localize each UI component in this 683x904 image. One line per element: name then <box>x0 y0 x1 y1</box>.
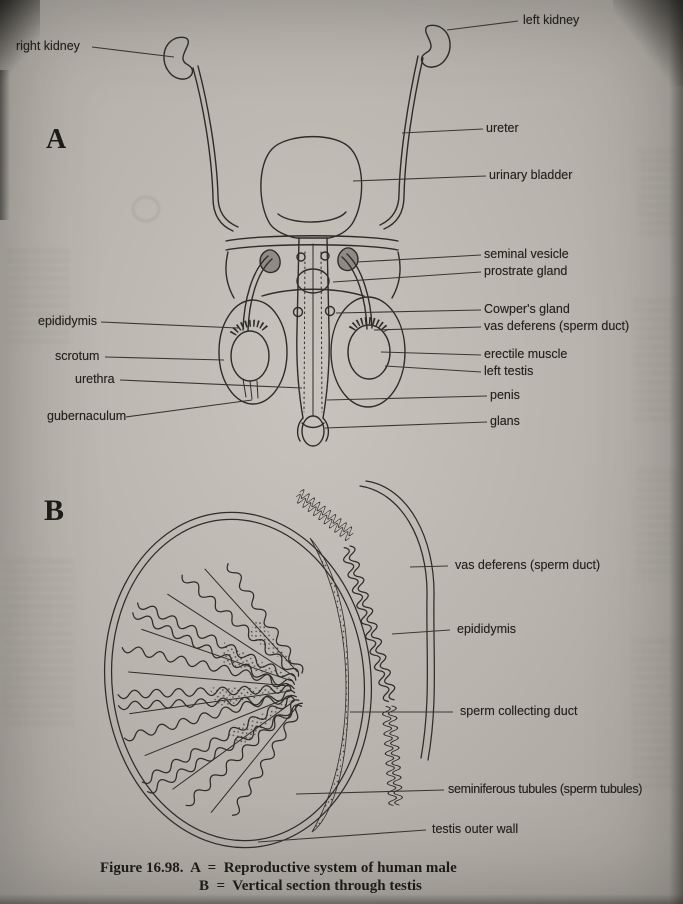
label-prostrate-gland: prostrate gland <box>484 264 568 278</box>
label-cowpers-gland: Cowper's gland <box>484 302 570 316</box>
epididymis-coil-shape <box>293 488 404 807</box>
label-epididymis-b: epididymis <box>457 622 517 636</box>
label-seminal-vesicle: seminal vesicle <box>484 247 569 261</box>
label-testis-outer-wall: testis outer wall <box>432 822 519 836</box>
label-penis: penis <box>490 388 520 402</box>
label-erectile-muscle: erectile muscle <box>484 347 568 361</box>
label-scrotum: scrotum <box>55 349 100 363</box>
leader-lines <box>91 20 519 843</box>
penis-shape <box>296 237 330 447</box>
sperm-collecting-duct-shape <box>309 537 349 833</box>
label-epididymis-a: epididymis <box>38 314 98 328</box>
seminiferous-tubules-group <box>117 560 307 818</box>
label-vas-deferens-b: vas deferens (sperm duct) <box>455 558 601 572</box>
section-label-b: B <box>44 494 65 527</box>
label-sperm-collecting-duct: sperm collecting duct <box>460 704 578 718</box>
label-urinary-bladder: urinary bladder <box>489 168 573 182</box>
figure-caption-line2: B = Vertical section through testis <box>199 878 422 894</box>
vas-deferens-shape-b <box>359 480 436 761</box>
label-seminiferous-tubules: seminiferous tubules (sperm tubules) <box>448 782 643 796</box>
label-glans: glans <box>490 414 520 428</box>
label-right-kidney: right kidney <box>16 39 80 53</box>
urinary-bladder-shape <box>260 135 363 239</box>
right-kidney-shape <box>163 36 194 80</box>
gubernaculum-shape <box>242 378 259 400</box>
ureters-shape <box>192 55 424 232</box>
testis-outer-wall-shape <box>103 511 373 849</box>
label-vas-deferens-a: vas deferens (sperm duct) <box>484 319 630 333</box>
figure-caption-line1: Figure 16.98. A = Reproductive system of… <box>100 860 457 876</box>
left-kidney-shape <box>420 24 451 68</box>
label-urethra: urethra <box>75 372 115 386</box>
section-label-a: A <box>46 124 67 155</box>
label-gubernaculum: gubernaculum <box>47 409 127 423</box>
label-ureter: ureter <box>486 121 519 135</box>
label-left-kidney: left kidney <box>523 13 580 27</box>
glans-shape <box>301 415 325 447</box>
diagram-a-drawing <box>163 24 451 447</box>
epididymis-cap-shapes <box>229 317 390 336</box>
label-left-testis: left testis <box>484 364 534 378</box>
pelvic-contours <box>225 235 401 299</box>
diagram-b-drawing <box>103 480 436 849</box>
testis-shapes <box>230 324 391 382</box>
scrotum-shape <box>218 296 406 408</box>
